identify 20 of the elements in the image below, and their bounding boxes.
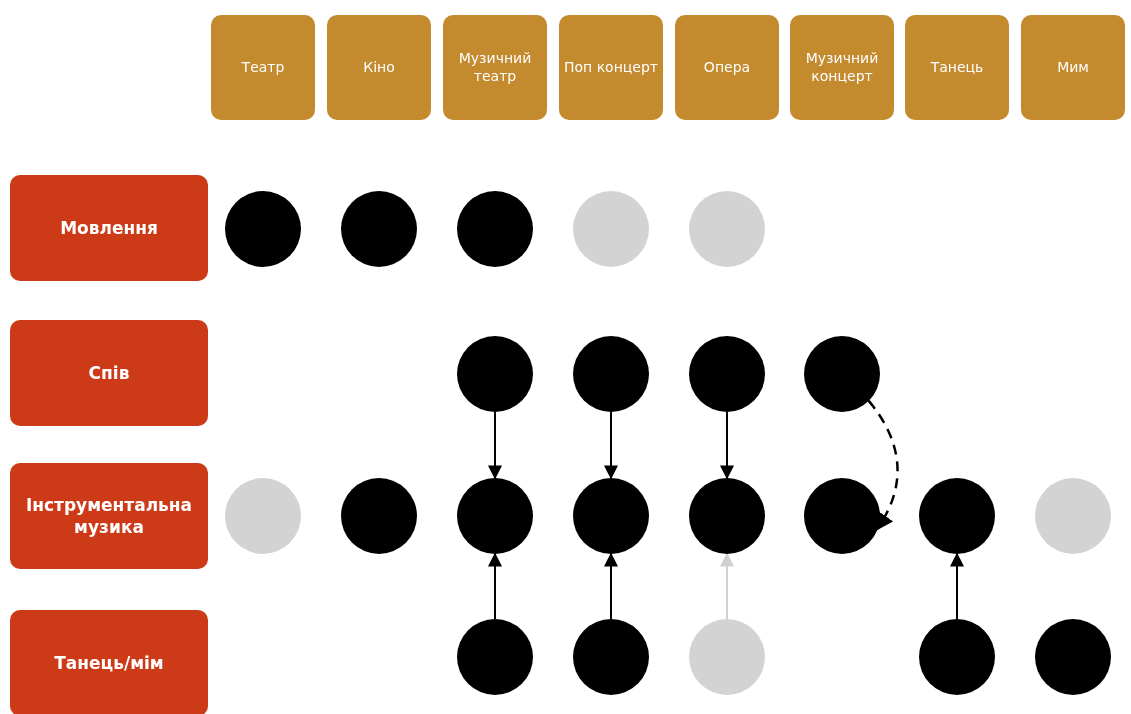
arrow bbox=[867, 399, 899, 531]
genre-box: Опера bbox=[675, 15, 779, 120]
genre-box: Кіно bbox=[327, 15, 431, 120]
arrow bbox=[488, 552, 502, 620]
genre-box: Музичний концерт bbox=[790, 15, 894, 120]
genre-box: Театр bbox=[211, 15, 315, 120]
arrow bbox=[604, 552, 618, 620]
arrow bbox=[488, 411, 502, 480]
arrow bbox=[604, 411, 618, 480]
genre-box: Танець bbox=[905, 15, 1009, 120]
arrow bbox=[950, 552, 964, 620]
category-box: Інструментальна музика bbox=[10, 463, 208, 569]
category-box: Спів bbox=[10, 320, 208, 426]
category-box: Мовлення bbox=[10, 175, 208, 281]
category-box: Танець/мім bbox=[10, 610, 208, 714]
arrow bbox=[720, 552, 734, 620]
genre-box: Музичний театр bbox=[443, 15, 547, 120]
genre-box: Поп концерт bbox=[559, 15, 663, 120]
arrow bbox=[720, 411, 734, 480]
genre-box: Мим bbox=[1021, 15, 1125, 120]
